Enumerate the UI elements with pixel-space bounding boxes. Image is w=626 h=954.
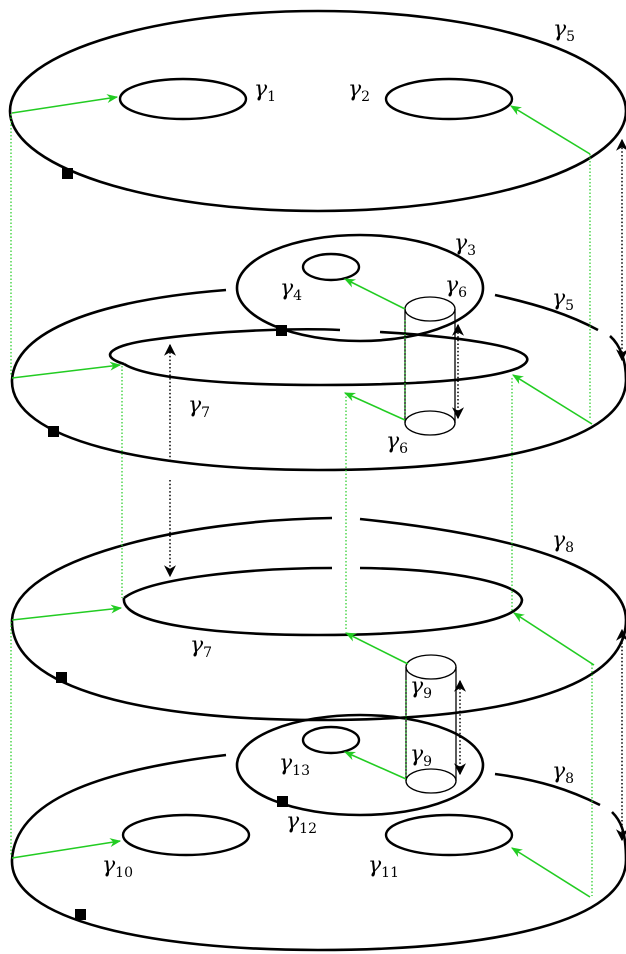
basepoint-marker <box>277 796 288 807</box>
label-gamma9-upper: γ9 <box>410 674 432 702</box>
basepoint-marker <box>276 325 287 336</box>
label-gamma2: γ2 <box>348 77 370 105</box>
gamma11-hole <box>384 813 514 857</box>
gamma2-hole <box>384 77 514 121</box>
gamma6-lower-circle <box>404 410 456 436</box>
level-3-surface <box>10 480 626 794</box>
green-arrow <box>511 847 591 898</box>
label-gamma12: γ12 <box>286 809 317 837</box>
green-arrow <box>513 612 595 666</box>
label-gamma11: γ11 <box>368 853 399 881</box>
label-gamma6-upper: γ6 <box>445 273 467 301</box>
label-gamma10: γ10 <box>102 853 133 881</box>
label-gamma7-upper: γ7 <box>188 393 210 421</box>
label-gamma8-upper: γ8 <box>552 528 574 556</box>
label-gamma5-top: γ5 <box>553 17 575 45</box>
green-arrow <box>510 105 591 155</box>
gamma7-inner-boundary <box>122 566 524 637</box>
gamma6-upper-circle <box>404 296 456 322</box>
gamma5-outer-arc <box>494 293 599 332</box>
gamma4-hole <box>301 252 361 282</box>
basepoint-marker <box>62 168 73 179</box>
green-arrow <box>11 361 122 379</box>
gamma3-disk-boundary <box>235 233 485 343</box>
label-gamma5-middle: γ5 <box>552 286 574 314</box>
gamma5-outer-arc <box>609 335 626 381</box>
green-arrow <box>344 632 409 665</box>
level-1-surface <box>8 9 626 213</box>
green-arrow <box>11 94 119 114</box>
basepoint-marker <box>56 672 67 683</box>
green-arrow <box>343 278 406 310</box>
label-gamma9-lower: γ9 <box>410 742 432 770</box>
curve-labels: γ1 γ2 γ5 γ3 γ4 γ6 γ5 γ7 γ6 γ8 γ7 γ9 γ13 … <box>102 17 575 881</box>
gluing-lines <box>10 114 626 896</box>
gamma10-hole <box>121 813 251 857</box>
level-4-surface <box>10 713 626 952</box>
level-2-surface <box>10 233 626 472</box>
label-gamma13: γ13 <box>279 751 310 779</box>
gamma8-outer-boundary <box>10 516 626 722</box>
green-arrow <box>11 604 123 621</box>
green-arrow <box>11 838 122 859</box>
gamma13-hole <box>301 725 361 755</box>
label-gamma1: γ1 <box>254 77 276 105</box>
gamma1-hole <box>118 77 248 121</box>
label-gamma7-lower: γ7 <box>190 633 212 661</box>
gamma9-lower-circle <box>405 768 457 794</box>
green-arrow <box>343 392 406 421</box>
basepoint-marker <box>75 909 86 920</box>
label-gamma8-lower: γ8 <box>552 759 574 787</box>
gamma7-inner-boundary <box>108 328 529 387</box>
green-arrow <box>343 751 407 780</box>
label-gamma4: γ4 <box>280 276 302 304</box>
gamma12-disk-boundary <box>235 713 485 817</box>
gamma5-outer-boundary-top <box>8 9 626 213</box>
basepoint-marker <box>48 426 59 437</box>
gamma5-outer-boundary <box>10 288 626 472</box>
label-gamma3: γ3 <box>454 231 476 259</box>
green-arrow <box>512 374 593 425</box>
label-gamma6-lower: γ6 <box>386 429 408 457</box>
